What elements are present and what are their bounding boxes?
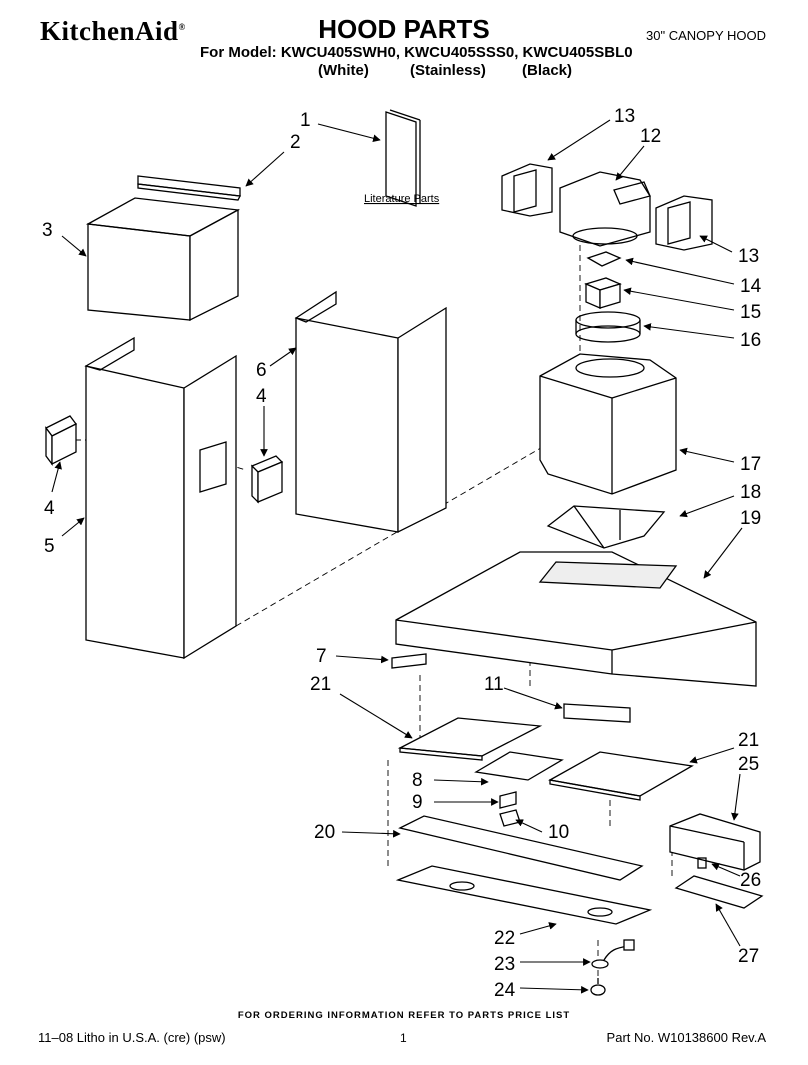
model-line: For Model: KWCU405SWH0, KWCU405SSS0, KWC… bbox=[200, 44, 633, 61]
grease-filter-right bbox=[548, 751, 694, 801]
control-panel bbox=[563, 703, 631, 723]
lamp-cover bbox=[474, 751, 564, 781]
hood-canopy bbox=[395, 551, 757, 687]
pad-right bbox=[250, 455, 284, 504]
exhaust-collar bbox=[575, 311, 641, 343]
control-screw bbox=[697, 857, 707, 869]
front-channel bbox=[398, 815, 644, 881]
bottom-panel bbox=[395, 865, 653, 925]
callout-25: 25 bbox=[738, 754, 759, 775]
blower-assembly bbox=[539, 353, 677, 495]
color-stainless: (Stainless) bbox=[410, 62, 486, 79]
callout-16: 16 bbox=[740, 330, 761, 351]
callout-13-top: 13 bbox=[614, 106, 635, 127]
callout-23: 23 bbox=[494, 954, 515, 975]
duct-transition-right bbox=[655, 195, 713, 251]
callout-14: 14 bbox=[740, 276, 762, 297]
callout-10: 10 bbox=[548, 822, 569, 843]
callout-8: 8 bbox=[412, 770, 423, 791]
callout-20: 20 bbox=[314, 822, 335, 843]
charcoal-filter bbox=[546, 505, 666, 549]
hood-type: 30" CANOPY HOOD bbox=[646, 28, 766, 43]
callout-4-left: 4 bbox=[44, 498, 55, 519]
callout-22: 22 bbox=[494, 928, 515, 949]
callout-18: 18 bbox=[740, 482, 761, 503]
upper-duct-cover bbox=[85, 197, 241, 322]
callout-15: 15 bbox=[740, 302, 761, 323]
control-board bbox=[674, 875, 764, 909]
callout-13-right: 13 bbox=[738, 246, 759, 267]
mounting-bracket bbox=[137, 175, 241, 201]
brand-logo: KitchenAid® bbox=[40, 16, 186, 46]
callout-2: 2 bbox=[290, 132, 301, 153]
literature-label: Literature Parts bbox=[364, 193, 440, 205]
color-black: (Black) bbox=[522, 62, 573, 79]
ordering-note: FOR ORDERING INFORMATION REFER TO PARTS … bbox=[237, 1010, 571, 1021]
halogen-bulb bbox=[590, 978, 606, 996]
damper-plate bbox=[586, 251, 622, 267]
damper-block bbox=[584, 277, 622, 309]
callout-24: 24 bbox=[494, 980, 516, 1001]
control-box bbox=[669, 813, 761, 871]
callout-12: 12 bbox=[640, 126, 661, 147]
damper-housing bbox=[559, 171, 651, 247]
grease-filter-left bbox=[397, 717, 543, 761]
pad-left bbox=[45, 415, 77, 466]
callout-9: 9 bbox=[412, 792, 423, 813]
litho-info: 11–08 Litho in U.S.A. (cre) (psw) bbox=[38, 1030, 226, 1045]
part-number: Part No. W10138600 Rev.A bbox=[606, 1030, 766, 1045]
callout-3: 3 bbox=[42, 220, 53, 241]
callout-21-left: 21 bbox=[310, 674, 331, 695]
lamp-bulb bbox=[499, 809, 521, 827]
color-white: (White) bbox=[318, 62, 369, 79]
page-number: 1 bbox=[400, 1031, 407, 1045]
callout-6: 6 bbox=[256, 360, 267, 381]
inner-duct-cover bbox=[294, 290, 447, 534]
callout-7: 7 bbox=[316, 646, 327, 667]
callout-arrows bbox=[51, 119, 743, 994]
literature-part bbox=[385, 109, 421, 207]
callout-27: 27 bbox=[738, 946, 759, 967]
callout-26: 26 bbox=[740, 870, 761, 891]
duct-transition-left bbox=[501, 163, 553, 217]
page-title: HOOD PARTS bbox=[318, 14, 490, 44]
lower-duct-cover bbox=[84, 336, 237, 660]
callout-4-right: 4 bbox=[256, 386, 267, 407]
callout-1: 1 bbox=[300, 110, 311, 131]
callout-17: 17 bbox=[740, 454, 761, 475]
callout-21-right: 21 bbox=[738, 730, 759, 751]
callout-19: 19 bbox=[740, 508, 761, 529]
light-socket-wire bbox=[591, 939, 635, 969]
callout-11: 11 bbox=[484, 674, 504, 695]
light-lens bbox=[391, 653, 427, 669]
lamp-socket bbox=[499, 791, 517, 809]
callout-5: 5 bbox=[44, 536, 55, 557]
